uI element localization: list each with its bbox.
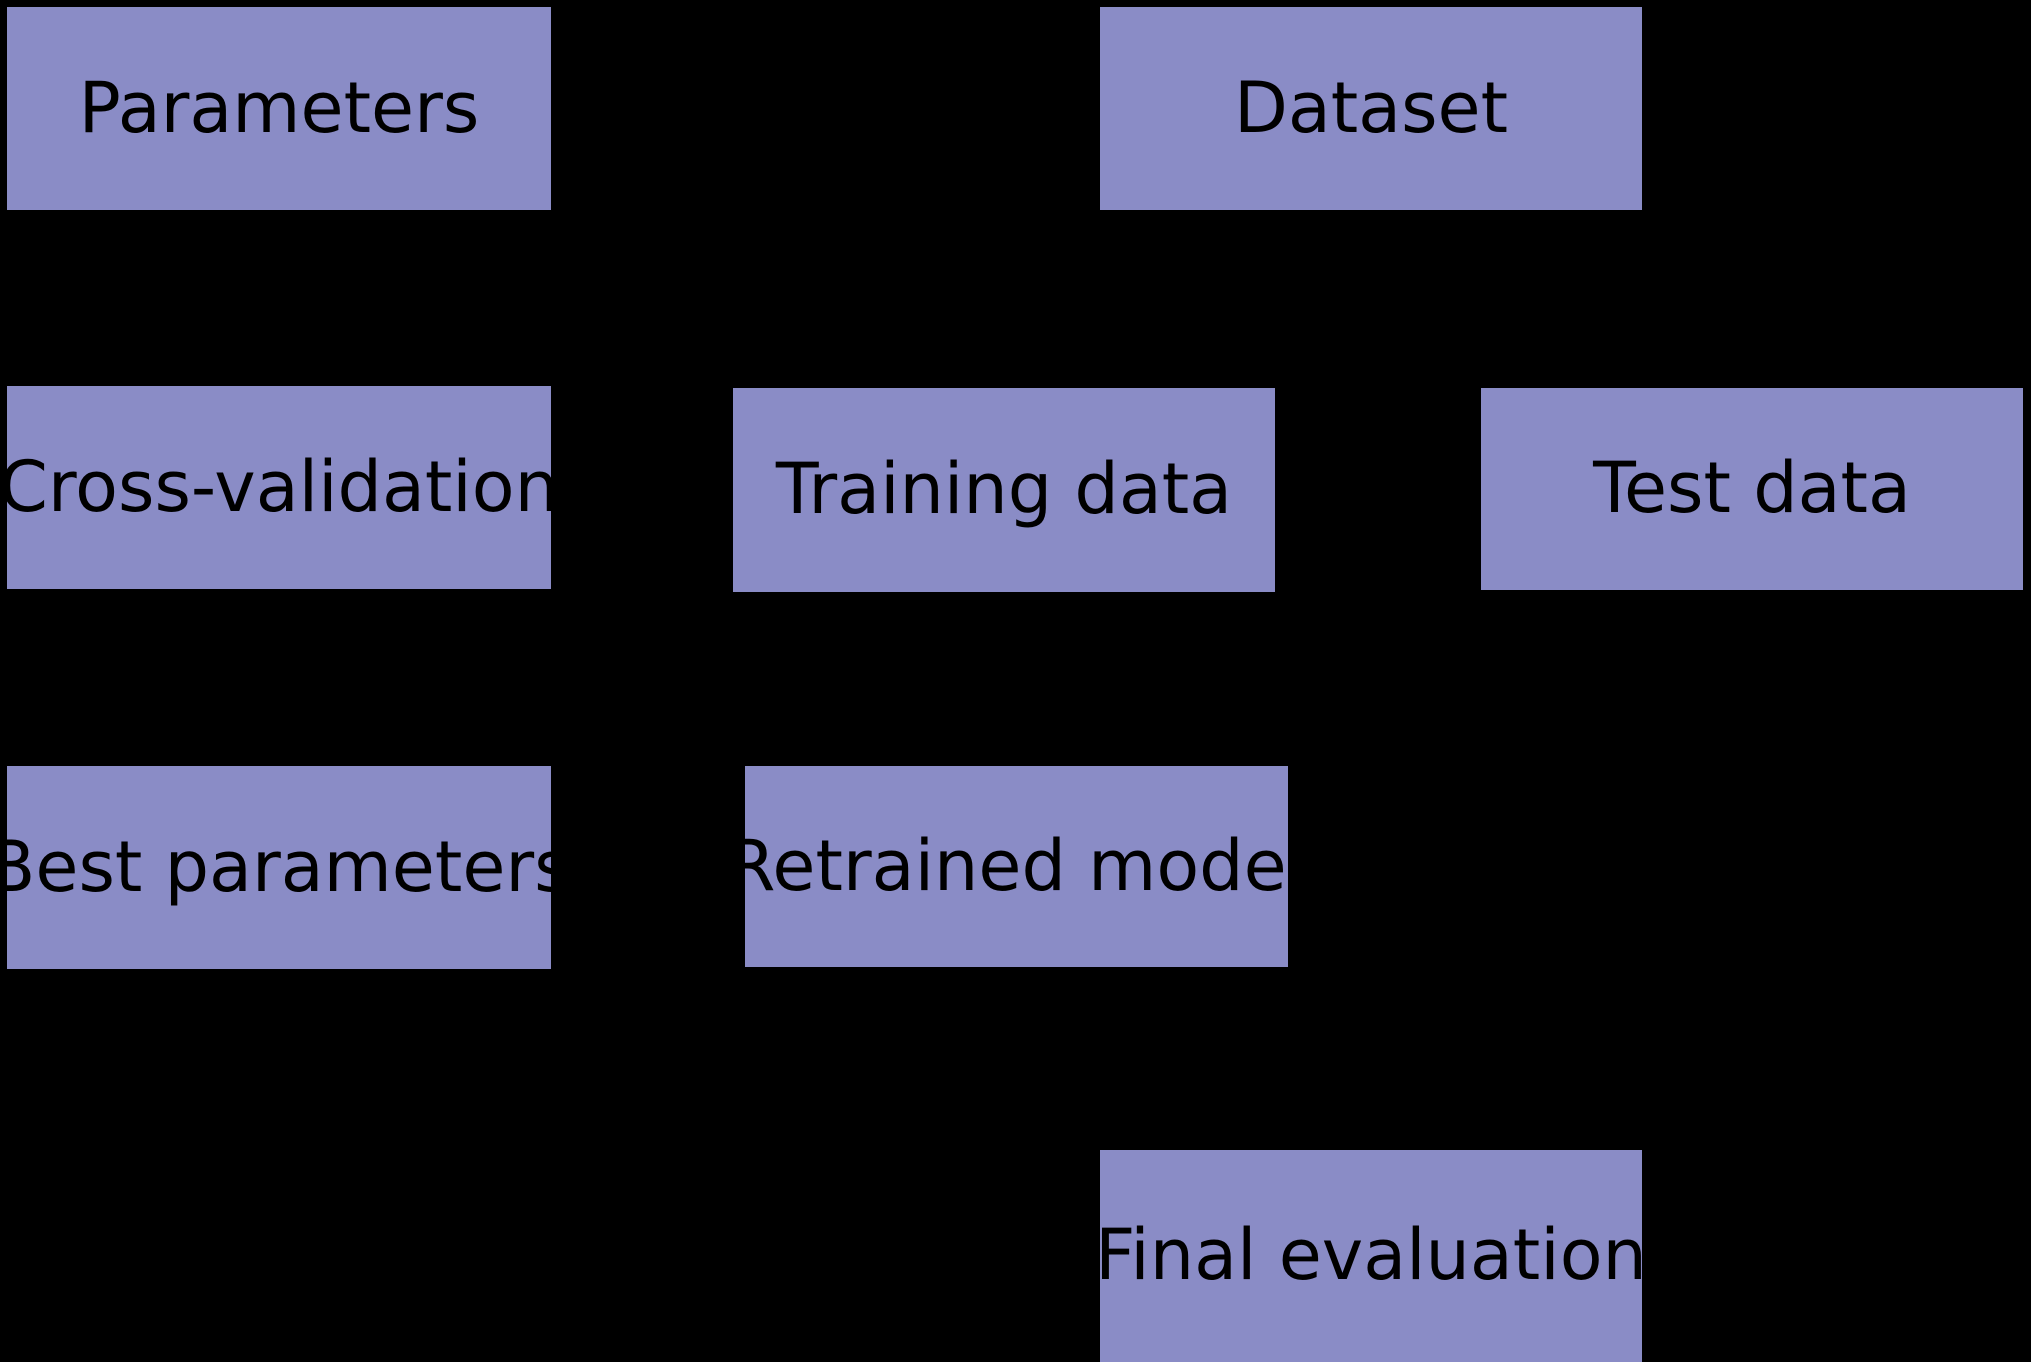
node-test-data-label: Test data [1593, 447, 1911, 529]
node-training-data-label: Training data [775, 448, 1233, 530]
node-final-evaluation[interactable]: Final evaluation [1095, 1150, 1647, 1362]
node-training-data[interactable]: Training data [733, 388, 1275, 592]
node-retrained-model-label: Retrained model [726, 824, 1307, 907]
node-parameters[interactable]: Parameters [7, 7, 551, 210]
node-parameters-label: Parameters [78, 66, 480, 149]
node-dataset[interactable]: Dataset [1100, 7, 1642, 210]
node-cross-validation[interactable]: Cross-validation [0, 386, 559, 589]
node-test-data[interactable]: Test data [1481, 388, 2023, 590]
node-dataset-label: Dataset [1233, 66, 1509, 149]
node-retrained-model[interactable]: Retrained model [727, 766, 1306, 967]
node-cross-validation-label: Cross-validation [0, 445, 559, 528]
node-best-parameters-label: Best parameters [0, 825, 571, 908]
node-best-parameters[interactable]: Best parameters [0, 766, 571, 969]
node-final-evaluation-label: Final evaluation [1095, 1214, 1647, 1296]
